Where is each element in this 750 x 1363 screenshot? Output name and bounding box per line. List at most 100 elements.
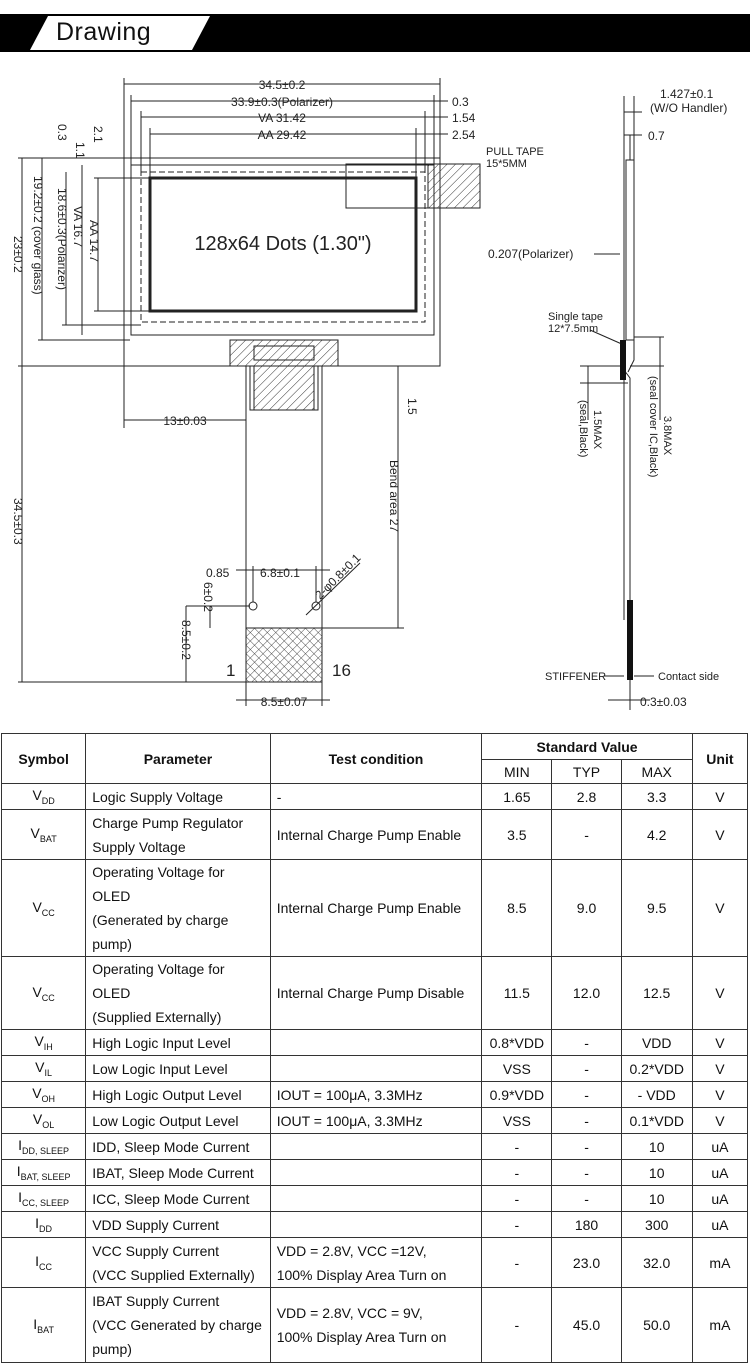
parameter-line: High Logic Output Level bbox=[92, 1086, 242, 1103]
symbol-main: V bbox=[32, 787, 42, 804]
min-cell: 0.8*VDD bbox=[481, 1029, 553, 1056]
test-condition-cell: Internal Charge Pump Enable bbox=[269, 859, 483, 957]
dim-height-23: 23±0.2 bbox=[11, 236, 25, 273]
dim-tail-width: 8.5±0.07 bbox=[261, 695, 308, 709]
seal-black-label: (seal,Black) bbox=[577, 400, 589, 457]
symbol-subscript: DD bbox=[39, 1223, 53, 1234]
test-condition-line: IOUT = 100μA, 3.3MHz bbox=[276, 1086, 423, 1103]
dim-polarizer-height: 18.6±0.3(Polarizer) bbox=[55, 188, 69, 290]
test-condition-line: 100% Display Area Turn on bbox=[276, 1329, 447, 1345]
test-condition-cell: - bbox=[269, 783, 483, 810]
test-condition-line: Internal Charge Pump Enable bbox=[276, 900, 462, 916]
section-title: Drawing bbox=[56, 18, 152, 46]
typ-cell: - bbox=[551, 1185, 622, 1212]
typ-cell: 2.8 bbox=[551, 783, 622, 810]
test-condition-line: IOUT = 100μA, 3.3MHz bbox=[276, 1112, 423, 1129]
dim-va-width: VA 31.42 bbox=[258, 111, 306, 125]
unit-cell: V bbox=[691, 859, 749, 957]
symbol-subscript: CC, SLEEP bbox=[22, 1197, 70, 1208]
min-cell: 3.5 bbox=[481, 809, 553, 860]
max-cell: 3.3 bbox=[620, 783, 693, 810]
unit-cell: V bbox=[691, 783, 749, 810]
min-cell: 8.5 bbox=[481, 859, 553, 957]
symbol-subscript: CC bbox=[41, 907, 55, 918]
max-cell: 4.2 bbox=[620, 809, 693, 860]
symbol-main: I bbox=[18, 1137, 23, 1154]
parameter-cell: High Logic Input Level bbox=[85, 1029, 271, 1056]
typ-cell: 180 bbox=[551, 1211, 622, 1238]
fpc-connector-hatch bbox=[229, 339, 339, 367]
parameter-cell: VCC Supply Current(VCC Supplied External… bbox=[85, 1237, 271, 1288]
single-tape-size: 12*7.5mm bbox=[548, 323, 598, 335]
bend-area-label: Bend area 27 bbox=[387, 460, 401, 532]
parameter-cell: High Logic Output Level bbox=[85, 1081, 271, 1108]
symbol-subscript: CC bbox=[39, 1261, 53, 1272]
dim-85: 8.5±0.2 bbox=[179, 620, 193, 660]
symbol-subscript: IL bbox=[44, 1067, 53, 1078]
test-condition-cell: VDD = 2.8V, VCC =12V,100% Display Area T… bbox=[269, 1237, 483, 1288]
parameter-line: (VCC Supplied Externally) bbox=[92, 1266, 255, 1283]
unit-cell: mA bbox=[691, 1237, 749, 1288]
pull-tape-label: PULL TAPE bbox=[486, 146, 544, 158]
symbol-main: I bbox=[35, 1215, 40, 1232]
single-tape-label: Single tape bbox=[548, 311, 603, 323]
dim-thickness-total: 1.427±0.1 bbox=[660, 87, 714, 101]
dim-aa-width: AA 29.42 bbox=[258, 128, 307, 142]
dim-thickness-07: 0.7 bbox=[648, 129, 665, 143]
parameter-line: Supply Voltage bbox=[92, 838, 186, 855]
min-cell: 0.9*VDD bbox=[481, 1081, 553, 1108]
typ-cell: - bbox=[551, 809, 622, 860]
test-condition-line: 100% Display Area Turn on bbox=[276, 1266, 447, 1283]
header-unit: Unit bbox=[691, 733, 749, 784]
unit-cell: V bbox=[691, 1081, 749, 1108]
symbol-subscript: BAT bbox=[39, 833, 57, 844]
test-condition-cell: Internal Charge Pump Disable bbox=[269, 956, 483, 1030]
symbol-subscript: OL bbox=[42, 1119, 55, 1130]
min-cell: 1.65 bbox=[481, 783, 553, 810]
symbol-cell: VBAT bbox=[0, 809, 87, 860]
symbol-subscript: CC bbox=[41, 992, 55, 1003]
dim-polarizer-width: 33.9±0.3(Polarizer) bbox=[231, 95, 333, 109]
typ-cell: 23.0 bbox=[551, 1237, 622, 1288]
parameter-line: IDD, Sleep Mode Current bbox=[92, 1138, 250, 1155]
seal-cover-label: (seal cover IC,Black) bbox=[647, 376, 659, 477]
typ-cell: - bbox=[551, 1081, 622, 1108]
parameter-cell: IDD, Sleep Mode Current bbox=[85, 1133, 271, 1160]
symbol-main: V bbox=[35, 1059, 45, 1076]
min-cell: - bbox=[481, 1133, 553, 1160]
test-condition-cell: IOUT = 100μA, 3.3MHz bbox=[269, 1107, 483, 1134]
pin-16-label: 16 bbox=[332, 661, 351, 680]
dim-va-height: VA 16.7 bbox=[71, 206, 85, 247]
test-condition-cell bbox=[269, 1055, 483, 1082]
symbol-cell: VIH bbox=[0, 1029, 87, 1056]
max-cell: VDD bbox=[620, 1029, 693, 1056]
test-condition-cell bbox=[269, 1029, 483, 1056]
pin-1-label: 1 bbox=[226, 661, 235, 680]
symbol-cell: IDD bbox=[0, 1211, 87, 1238]
symbol-main: V bbox=[32, 898, 42, 915]
symbol-subscript: OH bbox=[41, 1093, 56, 1104]
unit-cell: uA bbox=[691, 1185, 749, 1212]
unit-cell: uA bbox=[691, 1133, 749, 1160]
dim-r-03: 0.3 bbox=[452, 95, 469, 109]
max-cell: 12.5 bbox=[620, 956, 693, 1030]
table-row: V OH High Logic Output Level IOUT = 100μA, … bbox=[0, 1081, 749, 1108]
parameter-cell: ICC, Sleep Mode Current bbox=[85, 1185, 271, 1212]
parameter-line: ICC, Sleep Mode Current bbox=[92, 1190, 250, 1207]
parameter-line: pump) bbox=[92, 1341, 132, 1357]
max-cell: 50.0 bbox=[620, 1287, 693, 1363]
symbol-main: V bbox=[32, 983, 42, 1000]
header-max: MAX bbox=[620, 759, 693, 784]
parameter-line: IBAT Supply Current bbox=[92, 1293, 220, 1309]
min-cell: - bbox=[481, 1211, 553, 1238]
typ-cell: 12.0 bbox=[551, 956, 622, 1030]
parameter-cell: Operating Voltage for OLED(Generated by … bbox=[85, 859, 271, 957]
max-cell: 0.1*VDD bbox=[620, 1107, 693, 1134]
display-resolution-label: 128x64 Dots (1.30") bbox=[194, 233, 371, 255]
